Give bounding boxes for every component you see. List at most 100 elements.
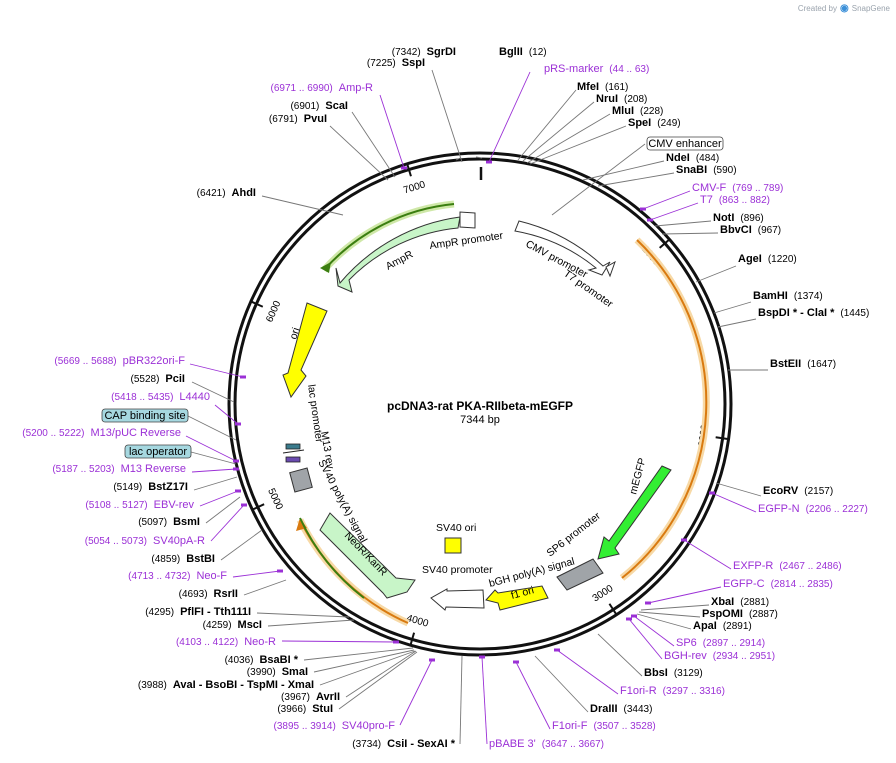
- site-label-bghrev[interactable]: BGH-rev(2934 .. 2951): [664, 650, 775, 662]
- site-label-apai[interactable]: ApaI(2891): [693, 620, 752, 632]
- site-label-ecorv[interactable]: EcoRV(2157): [763, 485, 833, 497]
- site-label-text: (4103 .. 4122)Neo-R: [176, 636, 276, 648]
- site-label-agei[interactable]: AgeI(1220): [738, 253, 797, 265]
- site-label-pbabe[interactable]: pBABE 3'(3647 .. 3667): [489, 738, 604, 750]
- site-label-exfp[interactable]: EXFP-R(2467 .. 2486): [733, 560, 842, 572]
- site-label-xbai[interactable]: XbaI(2881): [711, 596, 769, 608]
- site-name: MfeI: [577, 81, 599, 93]
- sv40-ori-box[interactable]: [444, 537, 462, 554]
- site-label-pspomi[interactable]: PspOMI(2887): [702, 608, 778, 620]
- site-label-csii[interactable]: (3734)CsiI - SexAI *: [352, 738, 455, 750]
- site-label-bstz[interactable]: (5149)BstZ17I: [113, 481, 188, 493]
- megfp-arrow[interactable]: [597, 465, 672, 560]
- ampr-arrow[interactable]: [335, 216, 461, 293]
- feature-box: [646, 136, 724, 151]
- f1ori-arrow[interactable]: [485, 585, 549, 611]
- site-label-prs[interactable]: pRS-marker(44 .. 63): [544, 63, 649, 75]
- site-label-sv40pa[interactable]: (5054 .. 5073)SV40pA-R: [85, 535, 205, 547]
- site-label-nrui[interactable]: NruI(208): [596, 93, 647, 105]
- site-label-text: (5108 .. 5127)EBV-rev: [85, 499, 194, 511]
- site-label-mfei[interactable]: MfeI(161): [577, 81, 628, 93]
- site-label-cmvf[interactable]: CMV-F(769 .. 789): [692, 182, 783, 194]
- site-label-bsabi[interactable]: (4036)BsaBI *: [225, 654, 299, 666]
- site-name: BstBI: [186, 553, 215, 565]
- site-label-scai[interactable]: (6901)ScaI: [290, 100, 348, 112]
- site-name: BglII: [499, 46, 523, 58]
- site-label-bbvci[interactable]: BbvCI(967): [720, 224, 781, 236]
- cmv-promoter-arrow[interactable]: [514, 220, 611, 276]
- site-label-avai[interactable]: (3988)AvaI - BsoBI - TspMI - XmaI: [138, 679, 314, 691]
- site-label-sp6p[interactable]: SP6(2897 .. 2914): [676, 637, 765, 649]
- site-label-sv40prof[interactable]: (3895 .. 3914)SV40pro-F: [274, 720, 396, 732]
- site-label-f1orif[interactable]: F1ori-F(3507 .. 3528): [552, 720, 656, 732]
- site-label-t7[interactable]: T7(863 .. 882): [700, 194, 770, 206]
- site-label-noti[interactable]: NotI(896): [713, 212, 764, 224]
- site-label-lacop[interactable]: lac operator: [124, 444, 192, 459]
- site-label-m13r[interactable]: (5187 .. 5203)M13 Reverse: [52, 463, 186, 475]
- site-label-ebv[interactable]: (5108 .. 5127)EBV-rev: [85, 499, 194, 511]
- site-label-text: (3967)AvrII: [281, 691, 340, 703]
- sp6-grey-box[interactable]: [556, 558, 604, 591]
- site-label-bspdi[interactable]: BspDI * - ClaI *(1445): [758, 307, 869, 319]
- site-position: (3297 .. 3316): [663, 686, 725, 697]
- site-label-bsteii[interactable]: BstEII(1647): [770, 358, 836, 370]
- site-label-m13puc[interactable]: (5200 .. 5222)M13/pUC Reverse: [22, 427, 181, 439]
- site-label-text: (3966)StuI: [277, 703, 333, 715]
- site-label-pbr[interactable]: (5669 .. 5688)pBR322ori-F: [54, 355, 185, 367]
- primer-site-mark: [513, 660, 519, 664]
- site-label-smai[interactable]: (3990)SmaI: [247, 666, 308, 678]
- site-name: StuI: [312, 703, 333, 715]
- site-label-pflfi[interactable]: (4295)PflFI - Tth111I: [145, 606, 251, 618]
- site-position: (5669 .. 5688): [54, 356, 116, 367]
- leader-line: [636, 613, 692, 630]
- site-label-snabi[interactable]: SnaBI(590): [676, 164, 737, 176]
- site-label-ahdi[interactable]: (6421)AhdI: [197, 187, 256, 199]
- site-label-cmvenh[interactable]: CMV enhancer: [646, 136, 724, 151]
- site-label-f1orir[interactable]: F1ori-R(3297 .. 3316): [620, 685, 725, 697]
- site-label-sspi[interactable]: (7225)SspI: [367, 57, 425, 69]
- site-label-bglii[interactable]: BglII(12): [499, 46, 547, 58]
- site-label-draiii[interactable]: DraIII(3443): [590, 703, 652, 715]
- site-label-bamhi[interactable]: BamHI(1374): [753, 290, 823, 302]
- site-label-sgrdi[interactable]: (7342)SgrDI: [392, 46, 456, 58]
- t7-promoter-arrow[interactable]: [605, 260, 616, 278]
- site-label-rsrii[interactable]: (4693)RsrII: [179, 588, 238, 600]
- site-label-text: MfeI(161): [577, 81, 628, 93]
- site-label-spei[interactable]: SpeI(249): [628, 117, 681, 129]
- site-label-avrii[interactable]: (3967)AvrII: [281, 691, 340, 703]
- site-label-bstbi[interactable]: (4859)BstBI: [151, 553, 215, 565]
- site-label-neor[interactable]: (4103 .. 4122)Neo-R: [176, 636, 276, 648]
- site-position: (2897 .. 2914): [703, 638, 765, 649]
- site-name: BbvCI: [720, 224, 752, 236]
- site-label-text: XbaI(2881): [711, 596, 769, 608]
- site-label-pcii[interactable]: (5528)PciI: [131, 373, 185, 385]
- site-label-bsmi[interactable]: (5097)BsmI: [138, 516, 200, 528]
- site-label-bbsi[interactable]: BbsI(3129): [644, 667, 703, 679]
- site-label-text: (5187 .. 5203)M13 Reverse: [52, 463, 186, 475]
- site-position: (6971 .. 6990): [271, 83, 333, 94]
- site-label-l4440[interactable]: (5418 .. 5435)L4440: [111, 391, 210, 403]
- ampr-promoter-arrow[interactable]: [459, 211, 476, 229]
- site-name: AvaI - BsoBI - TspMI - XmaI: [173, 679, 314, 691]
- sv40-polya-box[interactable]: [289, 467, 313, 493]
- site-label-neof[interactable]: (4713 .. 4732)Neo-F: [128, 570, 227, 582]
- site-label-ampr-p[interactable]: (6971 .. 6990)Amp-R: [271, 82, 374, 94]
- neokanr-arrow[interactable]: [319, 512, 416, 599]
- ori-arrow[interactable]: [282, 302, 328, 399]
- sv40-promoter-arrow[interactable]: [430, 588, 485, 611]
- site-position: (3507 .. 3528): [593, 721, 655, 732]
- site-label-text: NdeI(484): [666, 152, 719, 164]
- site-name: NruI: [596, 93, 618, 105]
- site-label-stui[interactable]: (3966)StuI: [277, 703, 333, 715]
- site-label-pvui[interactable]: (6791)PvuI: [269, 113, 327, 125]
- tick-label: 7000: [402, 179, 427, 196]
- site-label-egfpn[interactable]: EGFP-N(2206 .. 2227): [758, 503, 868, 515]
- site-position: (6901): [290, 101, 319, 112]
- site-label-mlui[interactable]: MluI(228): [612, 105, 663, 117]
- site-label-egfpc[interactable]: EGFP-C(2814 .. 2835): [723, 578, 833, 590]
- site-label-mscl[interactable]: (4259)MscI: [203, 619, 262, 631]
- ampr-promoter-label: AmpR promoter: [429, 230, 505, 252]
- site-label-cap[interactable]: CAP binding site: [101, 408, 189, 423]
- site-label-ndei[interactable]: NdeI(484): [666, 152, 719, 164]
